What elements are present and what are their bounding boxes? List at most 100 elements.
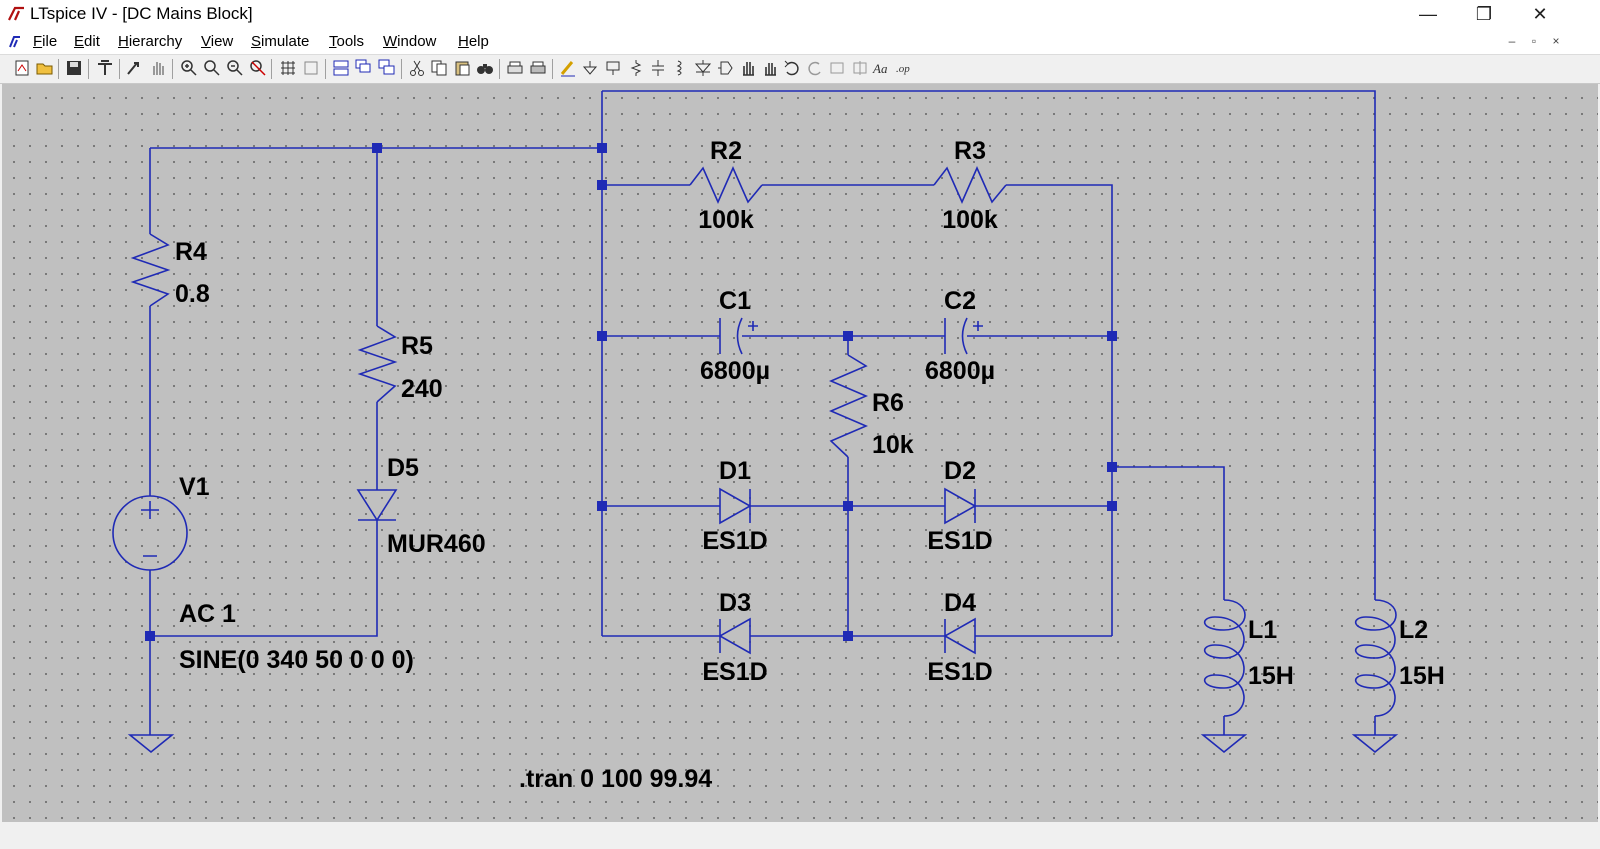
close-all-icon[interactable] bbox=[377, 58, 397, 78]
resistor-icon[interactable] bbox=[626, 58, 646, 78]
copy-icon[interactable] bbox=[429, 58, 449, 78]
toolbar-separator bbox=[499, 59, 500, 79]
inductor-icon[interactable] bbox=[670, 58, 690, 78]
r2-value-label: 100k bbox=[698, 206, 754, 234]
r3-ref-label: R3 bbox=[954, 137, 986, 165]
ground-symbol bbox=[1200, 734, 1248, 754]
draw-wire-icon[interactable] bbox=[558, 58, 578, 78]
schematic-canvas[interactable]: R4 0.8 R5 240 D5 MUR460 V1 AC 1 SINE(0 3… bbox=[2, 84, 1598, 822]
find-icon[interactable] bbox=[475, 58, 495, 78]
menu-edit[interactable]: Edit bbox=[74, 33, 100, 50]
run-icon[interactable] bbox=[125, 58, 145, 78]
r3-value-label: 100k bbox=[942, 206, 998, 234]
label-net-icon[interactable] bbox=[603, 58, 623, 78]
d5-ref-label: D5 bbox=[387, 454, 419, 482]
cascade-icon[interactable] bbox=[331, 58, 351, 78]
zoom-in-icon[interactable] bbox=[179, 58, 199, 78]
text-icon[interactable]: Aa bbox=[872, 58, 892, 78]
l1-ref-label: L1 bbox=[1248, 616, 1277, 644]
resistor-r2[interactable] bbox=[689, 166, 763, 204]
save-icon[interactable] bbox=[64, 58, 84, 78]
menu-view[interactable]: View bbox=[201, 33, 234, 50]
halt-icon[interactable] bbox=[148, 58, 168, 78]
rotate-icon[interactable] bbox=[827, 58, 847, 78]
r6-value-label: 10k bbox=[872, 431, 914, 459]
drag-icon[interactable] bbox=[760, 58, 780, 78]
resistor-r4[interactable] bbox=[130, 233, 171, 307]
redo-icon[interactable] bbox=[805, 58, 825, 78]
mirror-icon[interactable] bbox=[850, 58, 870, 78]
undo-icon[interactable] bbox=[782, 58, 802, 78]
menu-help[interactable]: Help bbox=[458, 33, 489, 50]
junction-dots bbox=[145, 143, 1117, 641]
svg-text:Aa: Aa bbox=[872, 61, 888, 76]
component-icon[interactable] bbox=[716, 58, 736, 78]
diode-d1[interactable] bbox=[719, 487, 752, 525]
diode-icon[interactable] bbox=[693, 58, 713, 78]
tile-horizontal-icon[interactable] bbox=[278, 58, 298, 78]
paste-icon[interactable] bbox=[452, 58, 472, 78]
toolbar-separator bbox=[325, 59, 326, 79]
resistor-r3[interactable] bbox=[933, 166, 1007, 204]
r5-ref-label: R5 bbox=[401, 332, 433, 360]
capacitor-c2[interactable] bbox=[944, 317, 983, 355]
ltspice-logo-icon bbox=[8, 6, 24, 21]
diode-d5[interactable] bbox=[356, 489, 398, 522]
control-panel-icon[interactable] bbox=[95, 58, 115, 78]
ground-symbol bbox=[127, 734, 175, 754]
zoom-out-icon[interactable] bbox=[225, 58, 245, 78]
voltage-source-v1[interactable] bbox=[112, 495, 188, 571]
diode-d2[interactable] bbox=[944, 487, 977, 525]
c1-value-label: 6800µ bbox=[700, 357, 770, 385]
print-icon[interactable] bbox=[528, 58, 548, 78]
spice-directive-icon[interactable]: .op bbox=[895, 58, 915, 78]
resistor-r5[interactable] bbox=[357, 325, 398, 403]
resistor-r6[interactable] bbox=[828, 354, 869, 458]
menu-file[interactable]: File bbox=[33, 33, 58, 50]
menu-tools[interactable]: Tools bbox=[329, 33, 365, 50]
ground-icon[interactable] bbox=[580, 58, 600, 78]
d5-value-label: MUR460 bbox=[387, 530, 486, 558]
document-menu-icon[interactable] bbox=[6, 33, 24, 51]
mdi-close-button[interactable]: × bbox=[1552, 34, 1560, 48]
tile-vertical-icon[interactable] bbox=[301, 58, 321, 78]
mdi-minimize-button[interactable]: – bbox=[1508, 34, 1516, 48]
restore-button[interactable]: ❐ bbox=[1475, 4, 1493, 24]
diode-d3[interactable] bbox=[718, 617, 751, 655]
r2-ref-label: R2 bbox=[710, 137, 742, 165]
zoom-fit-icon[interactable] bbox=[248, 58, 268, 78]
status-bar bbox=[0, 822, 1600, 849]
menu-simulate[interactable]: Simulate bbox=[251, 33, 310, 50]
capacitor-icon[interactable] bbox=[648, 58, 668, 78]
l1-value-label: 15H bbox=[1248, 662, 1294, 690]
d1-ref-label: D1 bbox=[719, 457, 751, 485]
toolbar-separator bbox=[552, 59, 553, 79]
menu-window[interactable]: Window bbox=[383, 33, 437, 50]
spice-directive[interactable]: .tran 0 100 99.94 bbox=[519, 765, 712, 793]
print-preview-icon[interactable] bbox=[505, 58, 525, 78]
cut-icon[interactable] bbox=[407, 58, 427, 78]
v1-value-label: SINE(0 340 50 0 0 0) bbox=[179, 646, 414, 674]
arrange-icon[interactable] bbox=[354, 58, 374, 78]
c2-value-label: 6800µ bbox=[925, 357, 995, 385]
d2-value-label: ES1D bbox=[927, 527, 992, 555]
move-icon[interactable] bbox=[738, 58, 758, 78]
minimize-button[interactable]: — bbox=[1419, 4, 1437, 24]
d4-value-label: ES1D bbox=[927, 658, 992, 686]
open-icon[interactable] bbox=[35, 58, 55, 78]
new-schematic-icon[interactable] bbox=[12, 58, 32, 78]
diode-d4[interactable] bbox=[943, 617, 976, 655]
r6-ref-label: R6 bbox=[872, 389, 904, 417]
menu-hierarchy[interactable]: Hierarchy bbox=[118, 33, 183, 50]
mdi-restore-button[interactable]: ▫ bbox=[1531, 34, 1537, 48]
capacitor-c1[interactable] bbox=[719, 317, 758, 355]
d1-value-label: ES1D bbox=[702, 527, 767, 555]
c1-ref-label: C1 bbox=[719, 287, 751, 315]
ground-symbol bbox=[1351, 734, 1399, 754]
close-button[interactable]: ✕ bbox=[1532, 4, 1548, 24]
inductor-l2[interactable] bbox=[1355, 599, 1397, 717]
schematic-drawing: R4 0.8 R5 240 D5 MUR460 V1 AC 1 SINE(0 3… bbox=[112, 90, 1445, 793]
toolbar-separator bbox=[172, 59, 173, 79]
inductor-l1[interactable] bbox=[1204, 599, 1246, 717]
zoom-area-icon[interactable] bbox=[202, 58, 222, 78]
